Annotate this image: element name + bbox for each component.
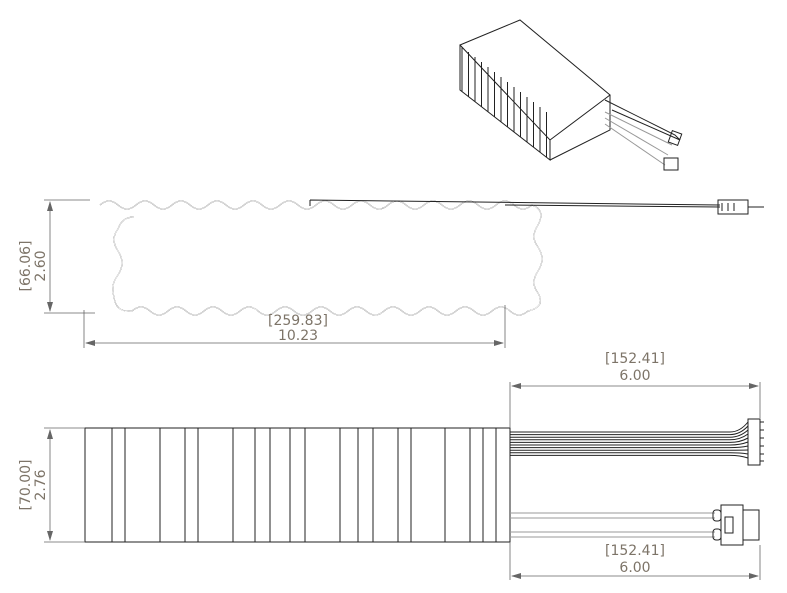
isometric-view [459,19,683,171]
dimension-top-length: [259.83] 10.23 [83,305,506,348]
top-length-mm-label: [259.83] [268,313,328,329]
lower-cable-in-label: 6.00 [619,560,650,576]
top-height-mm-label: [66.06] [18,240,34,291]
side-height-in-label: 2.76 [33,469,49,500]
ribbon-wire-fan [729,454,749,459]
ribbon-wire-fan [729,421,749,433]
dimension-side-height: [70.00] 2.76 [18,427,85,543]
ribbon-wire-fan [729,433,749,441]
top-length-in-label: 10.23 [278,328,318,344]
side-view [84,418,764,546]
top-height-in-label: 2.60 [33,250,49,281]
upper-cable-mm-label: [152.41] [605,351,665,367]
ribbon-wire-fan [729,425,749,436]
lower-cable-mm-label: [152.41] [605,543,665,559]
ribbon-wire-fan [729,437,749,443]
dimension-top-height: [66.06] 2.60 [18,199,95,314]
top-view [99,199,764,316]
dimension-upper-cable: [152.41] 6.00 [509,351,761,428]
side-height-mm-label: [70.00] [18,459,34,510]
ribbon-wire-fan [729,452,749,455]
ribbon-wire-fan [729,441,749,446]
upper-cable-in-label: 6.00 [619,368,650,384]
ribbon-wire-fan [729,445,749,449]
ribbon-wire-fan [729,429,749,438]
dimension-lower-cable: [152.41] 6.00 [509,542,761,580]
